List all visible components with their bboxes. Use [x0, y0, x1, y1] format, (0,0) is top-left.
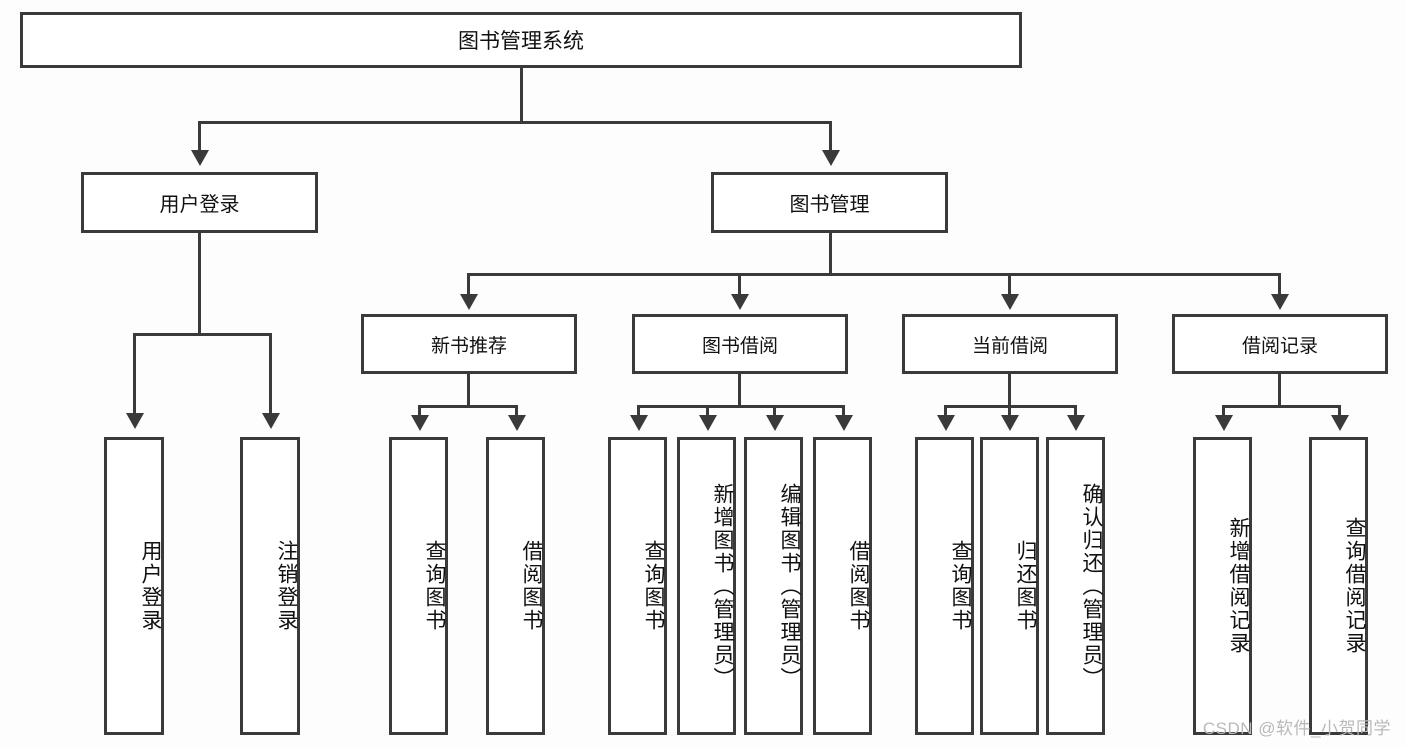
connector-nbr-bar: [418, 405, 518, 408]
leaf-new-book-recommend-0[interactable]: 查询图书: [389, 437, 448, 735]
node-label: 图书借阅: [701, 335, 778, 357]
arrow-ul-leaf-0: [126, 413, 144, 429]
arrow-bb-3: [835, 415, 853, 431]
arrow-l3-2: [1001, 294, 1019, 310]
connector-root-stem: [520, 68, 523, 121]
connector-root-bar: [198, 121, 832, 124]
connector-drop-book-mgmt: [829, 121, 832, 153]
connector-drop-bb-3: [842, 405, 845, 418]
node-label: 图书管理系统: [458, 30, 584, 53]
leaf-current-borrow-0[interactable]: 查询图书: [915, 437, 974, 735]
node-label: 新增借阅记录: [1227, 517, 1250, 655]
leaf-current-borrow-1[interactable]: 归还图书: [980, 437, 1039, 735]
node-borrow-record[interactable]: 借阅记录: [1172, 314, 1388, 374]
node-book-borrow[interactable]: 图书借阅: [632, 314, 848, 374]
node-label: 当前借阅: [971, 335, 1048, 357]
connector-drop-l3-2: [1008, 273, 1011, 297]
node-label: 注销登录: [275, 540, 298, 632]
connector-bb-stem: [738, 374, 741, 405]
connector-drop-cb-1: [1008, 405, 1011, 418]
node-user-login[interactable]: 用户登录: [81, 172, 318, 233]
leaf-borrow-record-0[interactable]: 新增借阅记录: [1193, 437, 1252, 735]
node-book-management[interactable]: 图书管理: [711, 172, 948, 233]
connector-nbr-stem: [467, 374, 470, 405]
node-label: 查询借阅记录: [1343, 517, 1366, 655]
leaf-book-borrow-0[interactable]: 查询图书: [608, 437, 667, 735]
connector-br-stem: [1278, 374, 1281, 405]
connector-br-bar: [1222, 405, 1341, 408]
arrow-ul-leaf-1: [262, 413, 280, 429]
connector-user-login-bar: [133, 333, 269, 336]
connector-drop-bb-1: [706, 405, 709, 418]
node-label: 查询图书: [423, 540, 446, 632]
leaf-current-borrow-2[interactable]: 确认归还（管理员）: [1046, 437, 1105, 735]
connector-drop-l3-3: [1278, 273, 1281, 297]
arrow-bb-0: [630, 415, 648, 431]
connector-drop-br-1: [1338, 405, 1341, 418]
arrow-cb-2: [1067, 415, 1085, 431]
arrow-l3-1: [731, 294, 749, 310]
connector-drop-bb-2: [773, 405, 776, 418]
arrow-bb-1: [699, 415, 717, 431]
node-label: 归还图书: [1014, 540, 1037, 632]
leaf-borrow-record-1[interactable]: 查询借阅记录: [1309, 437, 1368, 735]
leaf-book-borrow-2[interactable]: 编辑图书（管理员）: [744, 437, 803, 735]
connector-drop-l3-0: [467, 273, 470, 297]
connector-drop-bb-0: [637, 405, 640, 418]
node-label: 图书管理: [789, 194, 870, 216]
node-label: 借阅记录: [1241, 335, 1318, 357]
arrow-user-login: [191, 150, 209, 166]
leaf-user-login-0[interactable]: 用户登录: [104, 437, 164, 735]
arrow-book-mgmt: [822, 150, 840, 166]
leaf-user-login-1[interactable]: 注销登录: [240, 437, 300, 735]
node-label: 借阅图书: [520, 540, 543, 632]
arrow-cb-0: [937, 415, 955, 431]
arrow-bb-2: [766, 415, 784, 431]
node-label: 确认归还（管理员）: [1080, 482, 1103, 690]
connector-drop-cb-2: [1074, 405, 1077, 418]
leaf-new-book-recommend-1[interactable]: 借阅图书: [486, 437, 545, 735]
leaf-book-borrow-1[interactable]: 新增图书（管理员）: [677, 437, 736, 735]
connector-drop-user-login: [198, 121, 201, 153]
node-label: 借阅图书: [847, 540, 870, 632]
arrow-cb-1: [1001, 415, 1019, 431]
node-label: 新增图书（管理员）: [711, 482, 734, 690]
node-new-book-recommend[interactable]: 新书推荐: [361, 314, 577, 374]
connector-drop-ul-leaf-1: [269, 333, 272, 416]
node-label: 查询图书: [642, 540, 665, 632]
connector-bb-bar: [637, 405, 845, 408]
node-label: 用户登录: [139, 540, 162, 632]
connector-drop-br-0: [1222, 405, 1225, 418]
connector-drop-cb-0: [944, 405, 947, 418]
leaf-book-borrow-3[interactable]: 借阅图书: [813, 437, 872, 735]
node-root-system[interactable]: 图书管理系统: [20, 12, 1022, 68]
connector-user-login-stem: [198, 233, 201, 333]
arrow-l3-0: [460, 294, 478, 310]
arrow-nbr-0: [411, 415, 429, 431]
node-label: 新书推荐: [430, 335, 507, 357]
connector-book-mgmt-bar: [467, 273, 1281, 276]
connector-cb-stem: [1008, 374, 1011, 405]
node-current-borrow[interactable]: 当前借阅: [902, 314, 1118, 374]
connector-drop-ul-leaf-0: [133, 333, 136, 416]
connector-book-mgmt-stem: [829, 233, 832, 273]
connector-drop-nbr-0: [418, 405, 421, 418]
arrow-l3-3: [1271, 294, 1289, 310]
node-label: 查询图书: [949, 540, 972, 632]
arrow-nbr-1: [508, 415, 526, 431]
node-label: 用户登录: [159, 194, 240, 216]
arrow-br-1: [1331, 415, 1349, 431]
node-label: 编辑图书（管理员）: [778, 482, 801, 690]
arrow-br-0: [1215, 415, 1233, 431]
connector-drop-l3-1: [738, 273, 741, 297]
connector-drop-nbr-1: [515, 405, 518, 418]
